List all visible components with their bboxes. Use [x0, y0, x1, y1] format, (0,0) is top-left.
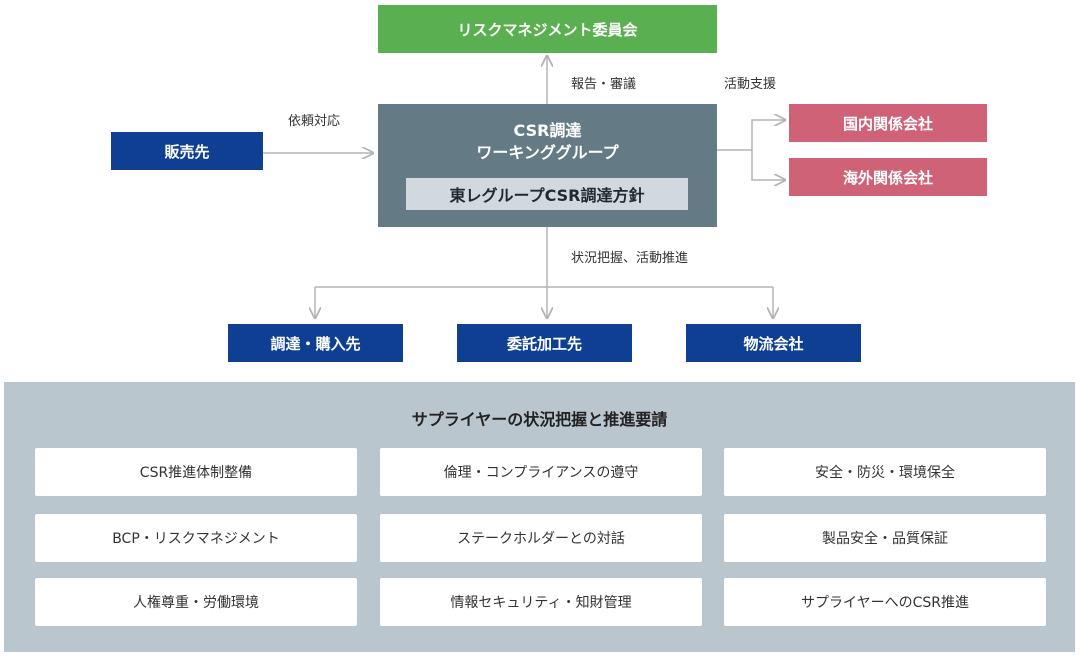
working-group-box: CSR調達 ワーキンググループ 東レグループCSR調達方針 — [378, 104, 717, 227]
affiliate-domestic-box: 国内関係会社 — [789, 104, 987, 142]
arrow-support — [717, 120, 785, 151]
request-item: BCP・リスクマネジメント — [35, 514, 357, 562]
committee-box: リスクマネジメント委員会 — [378, 5, 717, 53]
request-item: ステークホルダーとの対話 — [380, 514, 702, 562]
supplier-box-procurement: 調達・購入先 — [228, 324, 403, 362]
arrow-support-2 — [751, 150, 785, 180]
request-item: 人権尊重・労働環境 — [35, 578, 357, 626]
supplier-label-logistics: 物流会社 — [743, 334, 804, 353]
panel-title: サプライヤーの状況把握と推進要請 — [411, 410, 668, 429]
request-item: CSR推進体制整備 — [35, 448, 357, 496]
label-report: 報告・審議 — [571, 77, 637, 92]
label-request: 依頼対応 — [288, 114, 341, 129]
request-item: 安全・防災・環境保全 — [724, 448, 1046, 496]
seller-label: 販売先 — [164, 142, 210, 161]
supplier-box-logistics: 物流会社 — [686, 324, 861, 362]
request-item: 倫理・コンプライアンスの遵守 — [380, 448, 702, 496]
seller-box: 販売先 — [111, 132, 263, 170]
supplier-requests-panel: サプライヤーの状況把握と推進要請 CSR推進体制整備 倫理・コンプライアンスの遵… — [4, 382, 1075, 652]
procurement-policy: 東レグループCSR調達方針 — [406, 178, 688, 210]
affiliate-overseas-box: 海外関係会社 — [789, 158, 987, 196]
affiliate-domestic-label: 国内関係会社 — [842, 114, 933, 133]
supplier-label-contract: 委託加工先 — [506, 334, 582, 353]
request-item: 情報セキュリティ・知財管理 — [380, 578, 702, 626]
supplier-label-procurement: 調達・購入先 — [270, 334, 361, 353]
label-support: 活動支援 — [724, 77, 777, 92]
working-group-title-line2: ワーキンググループ — [476, 143, 619, 162]
label-status: 状況把握、活動推進 — [571, 251, 689, 266]
working-group-title-line1: CSR調達 — [513, 121, 582, 140]
committee-label: リスクマネジメント委員会 — [457, 20, 638, 39]
request-item: 製品安全・品質保証 — [724, 514, 1046, 562]
affiliate-overseas-label: 海外関係会社 — [842, 168, 933, 187]
request-item: サプライヤーへのCSR推進 — [724, 578, 1046, 626]
supplier-box-contract: 委託加工先 — [457, 324, 632, 362]
